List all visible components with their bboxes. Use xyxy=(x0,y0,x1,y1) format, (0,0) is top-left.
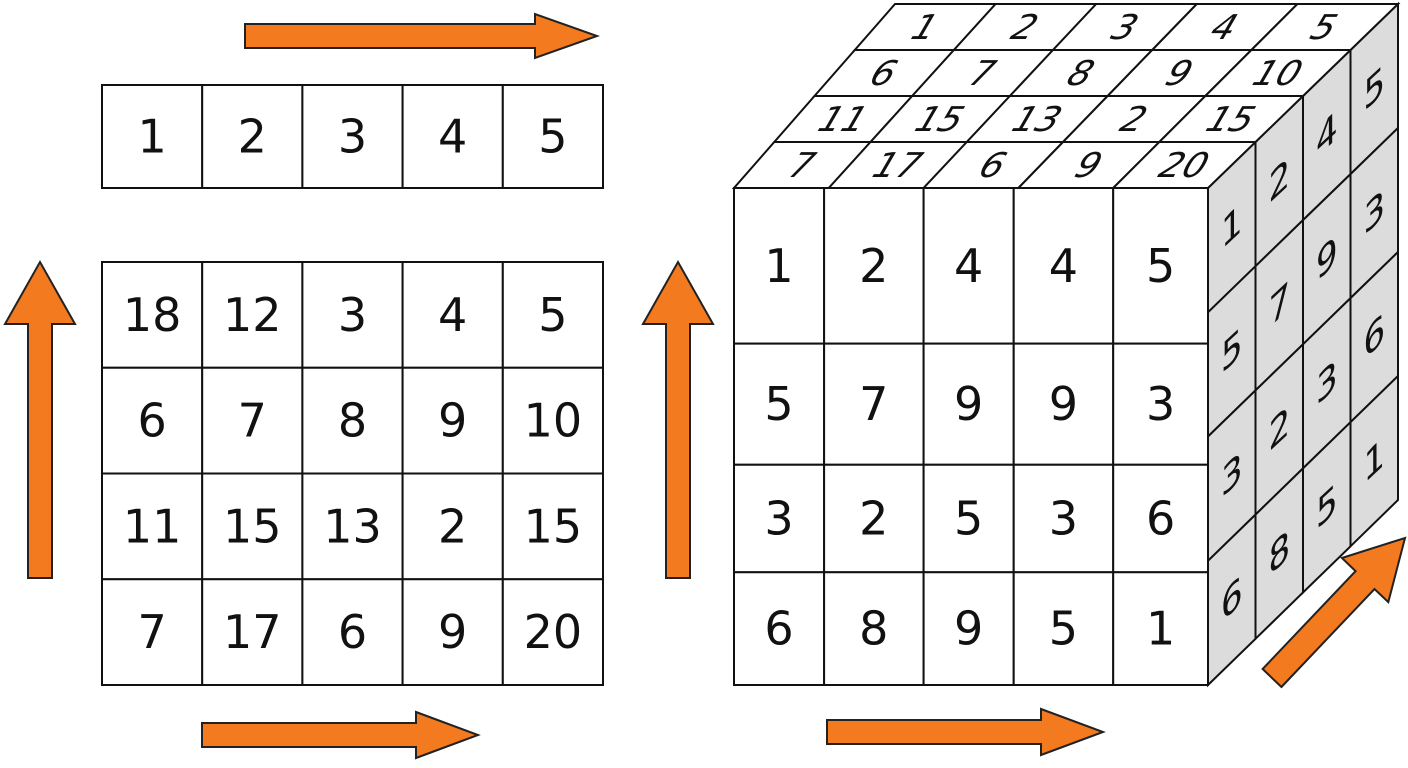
arrow-up-right xyxy=(1261,536,1407,689)
arrow-right xyxy=(826,707,1106,757)
cube-side-value: 9 xyxy=(1316,226,1338,292)
left-matrix-value: 18 xyxy=(123,288,182,342)
left-matrix-value: 7 xyxy=(137,605,166,659)
cube-side-value: 3 xyxy=(1316,350,1338,416)
cube-front-value: 1 xyxy=(764,239,793,293)
left-matrix-cell xyxy=(501,578,604,686)
left-matrix-value: 3 xyxy=(338,288,367,342)
cube-front-value: 6 xyxy=(1146,492,1175,546)
cube-side-value: 5 xyxy=(1316,474,1338,540)
cube-front-value: 5 xyxy=(1049,602,1078,656)
cube-side-value: 8 xyxy=(1268,520,1290,586)
cube-front-value: 9 xyxy=(954,377,983,431)
cube-front-value: 7 xyxy=(859,377,888,431)
cube-front-cell xyxy=(1112,571,1209,686)
left-header-value: 4 xyxy=(438,110,467,164)
cube-side-value: 1 xyxy=(1221,194,1243,260)
arrow-up xyxy=(3,259,77,579)
cube-side-value: 5 xyxy=(1221,318,1243,384)
cube-side-value: 4 xyxy=(1316,102,1338,168)
left-matrix-value: 10 xyxy=(524,394,583,448)
cube-front-value: 5 xyxy=(1146,239,1175,293)
cube-front-value: 6 xyxy=(764,602,793,656)
cube-side-cell xyxy=(1349,373,1399,549)
left-matrix-value: 2 xyxy=(438,499,467,553)
arrow-right xyxy=(201,710,481,760)
cube-side-value: 3 xyxy=(1363,180,1385,246)
cube-front-value: 3 xyxy=(1049,492,1078,546)
cube-side-value: 6 xyxy=(1363,304,1385,370)
left-matrix-grid: 18 12 3 4 5 6 7 8 9 10 11 15 13 2 15 7 17 6 9 20 xyxy=(101,261,604,686)
cube-front-value: 5 xyxy=(954,492,983,546)
left-header-value: 1 xyxy=(137,110,166,164)
left-matrix-value: 12 xyxy=(223,288,282,342)
left-matrix-value: 20 xyxy=(524,605,583,659)
cube-front-value: 2 xyxy=(859,492,888,546)
left-matrix-value: 9 xyxy=(438,605,467,659)
cube-front-value: 2 xyxy=(859,239,888,293)
arrow-right xyxy=(244,12,600,60)
cube-front-value: 9 xyxy=(954,602,983,656)
left-matrix-value: 11 xyxy=(123,499,182,553)
arrow-up xyxy=(641,259,715,579)
left-matrix-value: 17 xyxy=(223,605,282,659)
left-header-value: 2 xyxy=(238,110,267,164)
arrows-layer xyxy=(3,12,1407,760)
left-matrix-value: 15 xyxy=(524,499,583,553)
left-matrix-value: 7 xyxy=(238,394,267,448)
left-matrix-value: 9 xyxy=(438,394,467,448)
cube-side-value: 7 xyxy=(1268,272,1290,338)
left-header-row: 1 2 3 4 5 xyxy=(101,84,604,189)
left-header-cell xyxy=(501,84,604,189)
left-matrix-value: 6 xyxy=(338,605,367,659)
cube-front-value: 4 xyxy=(1049,239,1078,293)
cube-front-value: 4 xyxy=(954,239,983,293)
cube-front-value: 3 xyxy=(764,492,793,546)
cube-front-value: 9 xyxy=(1049,377,1078,431)
cube-front-value: 8 xyxy=(859,602,888,656)
cube-front-face: 1 2 4 4 5 5 7 9 9 3 3 2 5 3 6 6 8 9 5 1 xyxy=(733,187,1209,686)
left-matrix-value: 15 xyxy=(223,499,282,553)
cube-front-value: 5 xyxy=(764,377,793,431)
cube-side-value: 2 xyxy=(1268,148,1290,214)
left-matrix-value: 5 xyxy=(538,288,567,342)
cube-side-value: 6 xyxy=(1221,567,1243,633)
left-header-value: 5 xyxy=(538,110,567,164)
cube-front-value: 1 xyxy=(1146,602,1175,656)
left-matrix-value: 6 xyxy=(137,394,166,448)
left-header-value: 3 xyxy=(338,110,367,164)
left-matrix-value: 4 xyxy=(438,288,467,342)
left-matrix-value: 8 xyxy=(338,394,367,448)
left-matrix-value: 13 xyxy=(323,499,382,553)
cube-side-value: 2 xyxy=(1268,396,1290,462)
cube-side-value: 3 xyxy=(1221,442,1243,508)
cube-front-value: 3 xyxy=(1146,377,1175,431)
cube-side-value: 5 xyxy=(1363,56,1385,122)
cube-side-value: 1 xyxy=(1363,428,1385,494)
